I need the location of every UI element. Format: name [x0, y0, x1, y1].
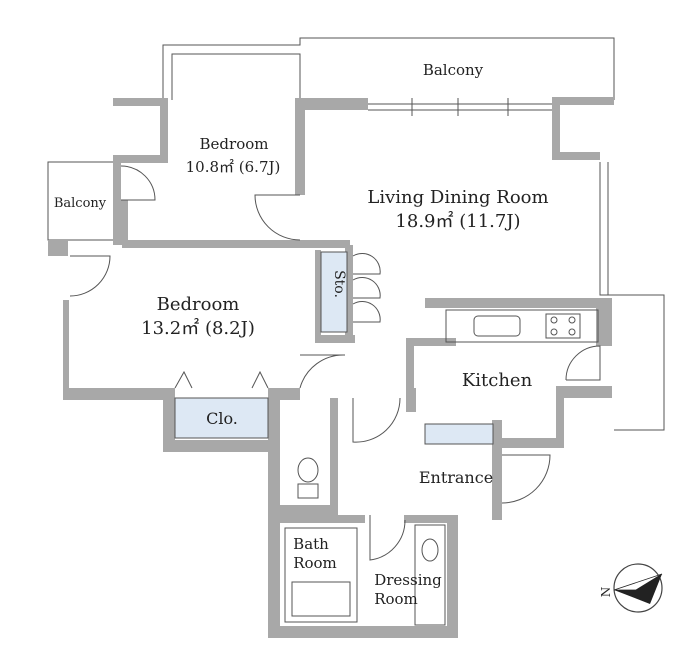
storage-box [320, 251, 348, 333]
balcony-right-outline [599, 162, 665, 431]
toilet-fixture [297, 457, 319, 499]
compass-north-label: N [599, 587, 613, 598]
bath-room-label-line2: Room [293, 554, 337, 572]
entrance-shoebox [424, 423, 494, 445]
living-room-name: Living Dining Room [367, 187, 548, 208]
doors [69, 165, 601, 561]
balcony-top-label: Balcony [423, 61, 484, 79]
bedroom-upper-area: 10.8㎡ (6.7J) [186, 158, 281, 176]
kitchen-counter [445, 309, 599, 343]
washbasin-fixture [414, 524, 446, 626]
storage-label: Sto. [331, 270, 347, 298]
bath-room-label-line1: Bath [293, 535, 329, 553]
balcony-left-outline [47, 161, 115, 241]
bedroom-lower-area: 13.2㎡ (8.2J) [141, 317, 255, 339]
closet-label: Clo. [206, 409, 238, 428]
kitchen-label: Kitchen [462, 370, 533, 391]
balcony-left-label: Balcony [54, 196, 107, 211]
dressing-room-label-line1: Dressing [374, 571, 442, 589]
walls [48, 97, 614, 638]
bedroom-lower-name: Bedroom [157, 294, 240, 315]
balcony-top-outline [162, 37, 615, 116]
bedroom-upper-name: Bedroom [200, 135, 269, 153]
north-compass-icon: N [599, 563, 663, 613]
closet-box [174, 397, 269, 439]
living-room-area: 18.9㎡ (11.7J) [395, 210, 520, 232]
entrance-label: Entrance [419, 468, 493, 487]
dressing-room-label-line2: Room [374, 590, 418, 608]
bathtub-fixture [284, 527, 358, 623]
